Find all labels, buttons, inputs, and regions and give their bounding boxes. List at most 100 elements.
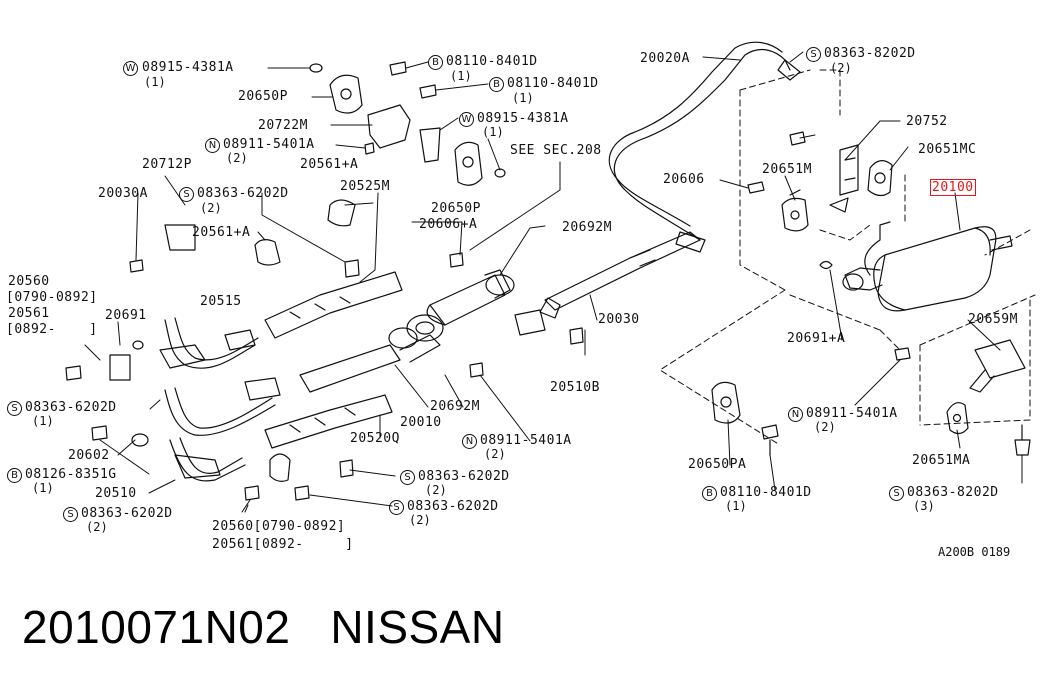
w1-label: 08915-4381A: [142, 60, 234, 75]
w2-label: 08915-4381A: [477, 111, 569, 126]
n3-label: 08911-5401A: [806, 406, 898, 421]
s2-prefix: S: [7, 401, 22, 416]
s7-label: 08363-8202D: [907, 485, 999, 500]
s4-prefix: S: [389, 500, 404, 515]
diagram-code: A200B 0189: [938, 545, 1011, 559]
heat-shields: [264, 271, 403, 449]
hanger-20650pa: [711, 381, 779, 456]
part-20602: 20602: [68, 448, 110, 463]
n2-qty: (2): [484, 447, 506, 461]
w1-prefix: W: [123, 61, 138, 76]
b4-label: 08110-8401D: [720, 485, 812, 500]
part-20692m-1: 20692M: [562, 220, 612, 235]
front-tube-20020a: [608, 41, 801, 241]
b2-label: 08110-8401D: [507, 76, 599, 91]
s7-qty: (3): [913, 499, 935, 513]
part-20100-highlighted[interactable]: 20100: [930, 179, 976, 196]
s5-label: 08363-6202D: [81, 506, 173, 521]
part-20651ma: 20651MA: [912, 453, 971, 468]
b4-qty: (1): [725, 499, 747, 513]
b1-label: 08110-8401D: [446, 54, 538, 69]
part-20651mc: 20651MC: [918, 142, 977, 157]
b1-qty: (1): [450, 69, 472, 83]
part-20651m: 20651M: [762, 162, 812, 177]
s6-qty: (2): [830, 61, 852, 75]
brand-name: NISSAN: [330, 601, 505, 653]
part-20659m: 20659M: [968, 312, 1018, 327]
n3-qty: (2): [814, 420, 836, 434]
part-20560: 20560: [8, 274, 50, 289]
n1-qty: (2): [226, 151, 248, 165]
part-20020a: 20020A: [640, 51, 690, 66]
part-20030a: 20030A: [98, 186, 148, 201]
b3-prefix: B: [7, 468, 22, 483]
s1-qty: (2): [200, 201, 222, 215]
s5-qty: (2): [86, 520, 108, 534]
part-20712p: 20712P: [142, 157, 192, 172]
s6-prefix: S: [806, 47, 821, 62]
s6-label: 08363-8202D: [824, 46, 916, 61]
part-20752: 20752: [906, 114, 948, 129]
n1-prefix: N: [205, 138, 220, 153]
part-20520q: 20520Q: [350, 431, 400, 446]
part-20560-range: [0790-0892]: [6, 290, 98, 305]
part-20510b: 20510B: [550, 380, 600, 395]
b3-label: 08126-8351G: [25, 467, 117, 482]
part-20525m: 20525M: [340, 179, 390, 194]
part-20606: 20606: [663, 172, 705, 187]
front-pipes: [159, 317, 281, 482]
s4-label: 08363-6202D: [407, 499, 499, 514]
w2-qty: (1): [482, 125, 504, 139]
w2-prefix: W: [459, 112, 474, 127]
part-20560-bottom: 20560[0790-0892]: [212, 519, 346, 534]
part-20561a-2: 20561+A: [192, 225, 251, 240]
part-20606a: 20606+A: [419, 217, 478, 232]
b3-qty: (1): [32, 481, 54, 495]
part-20510: 20510: [95, 486, 137, 501]
part-20515: 20515: [200, 294, 242, 309]
part-20722m: 20722M: [258, 118, 308, 133]
see-section-note: SEE SEC.208: [510, 143, 602, 158]
part-20692m-2: 20692M: [430, 399, 480, 414]
s5-prefix: S: [63, 507, 78, 522]
n3-prefix: N: [788, 407, 803, 422]
part-20561-bottom: 20561[0892- ]: [212, 537, 354, 552]
right-hardware: [747, 131, 1031, 456]
s2-label: 08363-6202D: [25, 400, 117, 415]
b2-prefix: B: [489, 77, 504, 92]
w1-qty: (1): [144, 75, 166, 89]
part-20561-range: [0892- ]: [6, 322, 98, 337]
left-clamps: [65, 199, 584, 501]
s3-prefix: S: [400, 470, 415, 485]
main-muffler-20100: [842, 221, 1013, 312]
leader-lines: [84, 51, 1023, 513]
part-caption: 2010071N02 NISSAN: [22, 600, 505, 654]
s4-qty: (2): [409, 513, 431, 527]
b1-prefix: B: [428, 55, 443, 70]
s7-prefix: S: [889, 486, 904, 501]
part-20691: 20691: [105, 308, 147, 323]
part-20010: 20010: [400, 415, 442, 430]
part-20650pa: 20650PA: [688, 457, 747, 472]
part-20650p-b: 20650P: [431, 201, 481, 216]
s1-prefix: S: [179, 187, 194, 202]
part-20561: 20561: [8, 306, 50, 321]
center-pipe: [539, 231, 706, 319]
part-20691a: 20691+A: [787, 331, 846, 346]
s1-label: 08363-6202D: [197, 186, 289, 201]
b2-qty: (1): [512, 91, 534, 105]
n1-label: 08911-5401A: [223, 137, 315, 152]
part-20650p-a: 20650P: [238, 89, 288, 104]
part-20561a-1: 20561+A: [300, 157, 359, 172]
part-20030: 20030: [598, 312, 640, 327]
part-number: 2010071N02: [22, 601, 291, 653]
n2-prefix: N: [462, 434, 477, 449]
s3-label: 08363-6202D: [418, 469, 510, 484]
s2-qty: (1): [32, 414, 54, 428]
n2-label: 08911-5401A: [480, 433, 572, 448]
boundary-dashes: [659, 69, 1036, 446]
b4-prefix: B: [702, 486, 717, 501]
mid-pipe-20010: [299, 269, 515, 393]
